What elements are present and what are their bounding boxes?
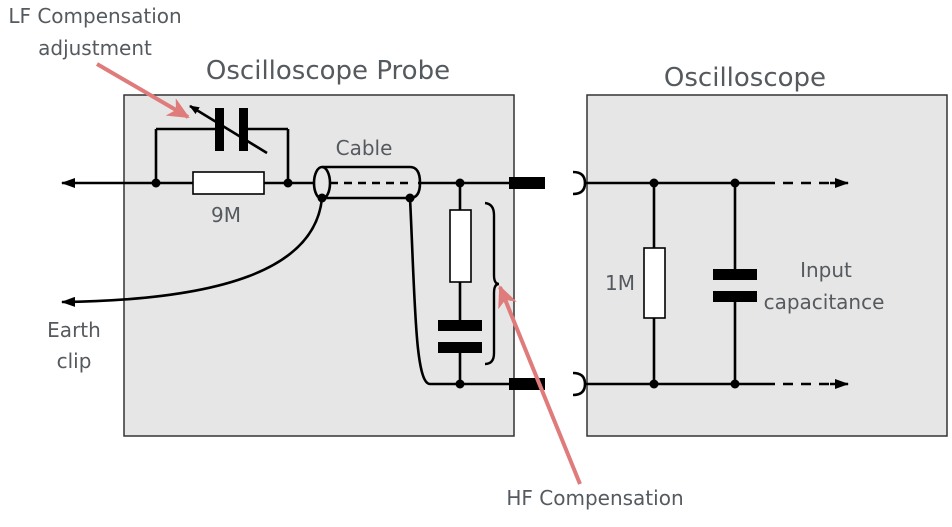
probe-connector-signal: [509, 177, 545, 189]
junction-dot: [730, 178, 740, 188]
variable-capacitor: [189, 104, 268, 155]
scope-socket-ground: [572, 371, 587, 397]
junction-dot: [730, 379, 740, 389]
lf-compensation-label: LF Compensation: [8, 4, 181, 28]
earth-clip-label: clip: [57, 349, 92, 373]
cable-label: Cable: [336, 136, 393, 160]
junction-dot: [151, 178, 161, 188]
hf-annotation-arrow: [498, 285, 582, 485]
resistor-1m: [643, 247, 666, 319]
input-capacitance-label: capacitance: [764, 290, 885, 314]
junction-dot: [455, 178, 465, 188]
probe-title: Oscilloscope Probe: [206, 56, 450, 86]
scope-socket-signal: [572, 170, 587, 196]
resistor-9m-label: 9M: [211, 203, 241, 227]
earth-clip-label: Earth: [47, 318, 101, 342]
junction-dot: [649, 379, 659, 389]
probe-connector-ground: [509, 378, 545, 390]
coax-cable: [312, 165, 422, 201]
junction-dot: [455, 379, 465, 389]
lf-compensation-label: adjustment: [38, 36, 152, 60]
input-capacitor: [713, 269, 757, 302]
probe-box: [123, 94, 515, 437]
brace: [484, 201, 500, 366]
earth-clip-lead: [61, 197, 324, 307]
oscilloscope-title: Oscilloscope: [664, 63, 826, 93]
shield-return-line: [408, 197, 512, 386]
hf-compensation-label: HF Compensation: [506, 486, 683, 510]
input-capacitance-label: Input: [800, 258, 852, 282]
resistor-1m-label: 1M: [605, 271, 635, 295]
junction-dot: [649, 178, 659, 188]
junction-dot: [283, 178, 293, 188]
resistor-9m: [192, 171, 265, 195]
hf-compensation-network: [438, 183, 482, 384]
lf-annotation-arrow: [95, 62, 190, 119]
